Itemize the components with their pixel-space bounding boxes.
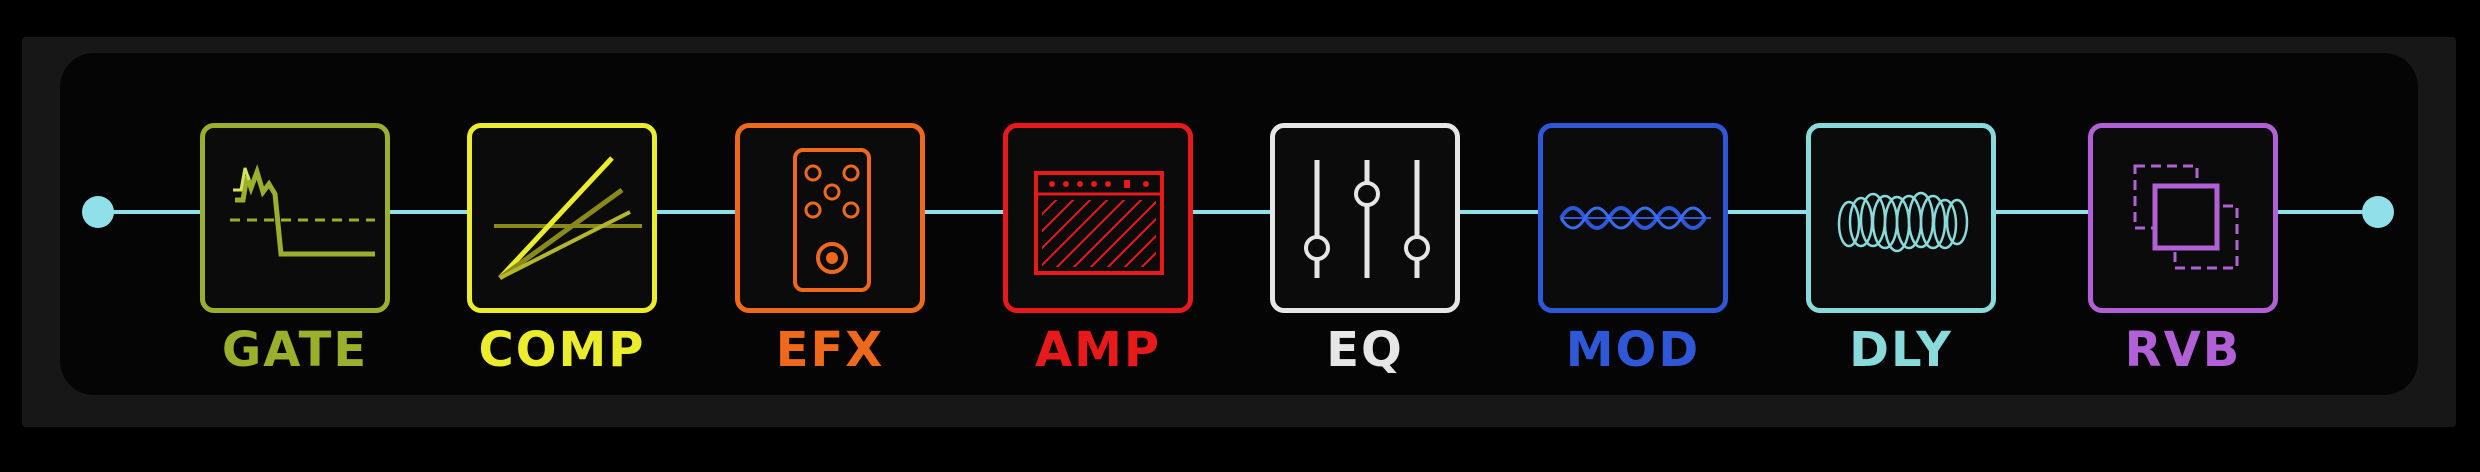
comp-block[interactable] [467, 123, 657, 313]
gate-label: GATE [221, 322, 369, 378]
amp-label: AMP [1034, 322, 1162, 378]
output-endpoint[interactable] [2362, 196, 2394, 228]
rvb-label: RVB [2124, 322, 2242, 378]
compressor-ratio-icon [494, 156, 642, 281]
comp-label: COMP [478, 322, 646, 378]
effects-pedal-icon [793, 148, 871, 292]
gate-block[interactable] [200, 123, 390, 313]
modulation-wave-icon [1559, 206, 1711, 230]
dly-label: DLY [1849, 322, 1953, 378]
efx-label: EFX [775, 322, 885, 378]
delay-spiral-icon [1837, 191, 1969, 253]
mod-block[interactable] [1538, 123, 1728, 313]
efx-block[interactable] [735, 123, 925, 313]
amp-block[interactable] [1003, 123, 1193, 313]
amplifier-icon [1034, 171, 1164, 275]
reverb-squares-icon [2133, 164, 2239, 270]
eq-sliders-icon [1304, 160, 1430, 278]
eq-block[interactable] [1270, 123, 1460, 313]
mod-label: MOD [1565, 322, 1701, 378]
signal-chain-panel [60, 53, 2418, 395]
signal-path-line [98, 210, 2378, 214]
rvb-block[interactable] [2088, 123, 2278, 313]
eq-label: EQ [1326, 322, 1404, 378]
input-endpoint[interactable] [82, 196, 114, 228]
noise-gate-curve-icon [230, 164, 375, 257]
dly-block[interactable] [1806, 123, 1996, 313]
